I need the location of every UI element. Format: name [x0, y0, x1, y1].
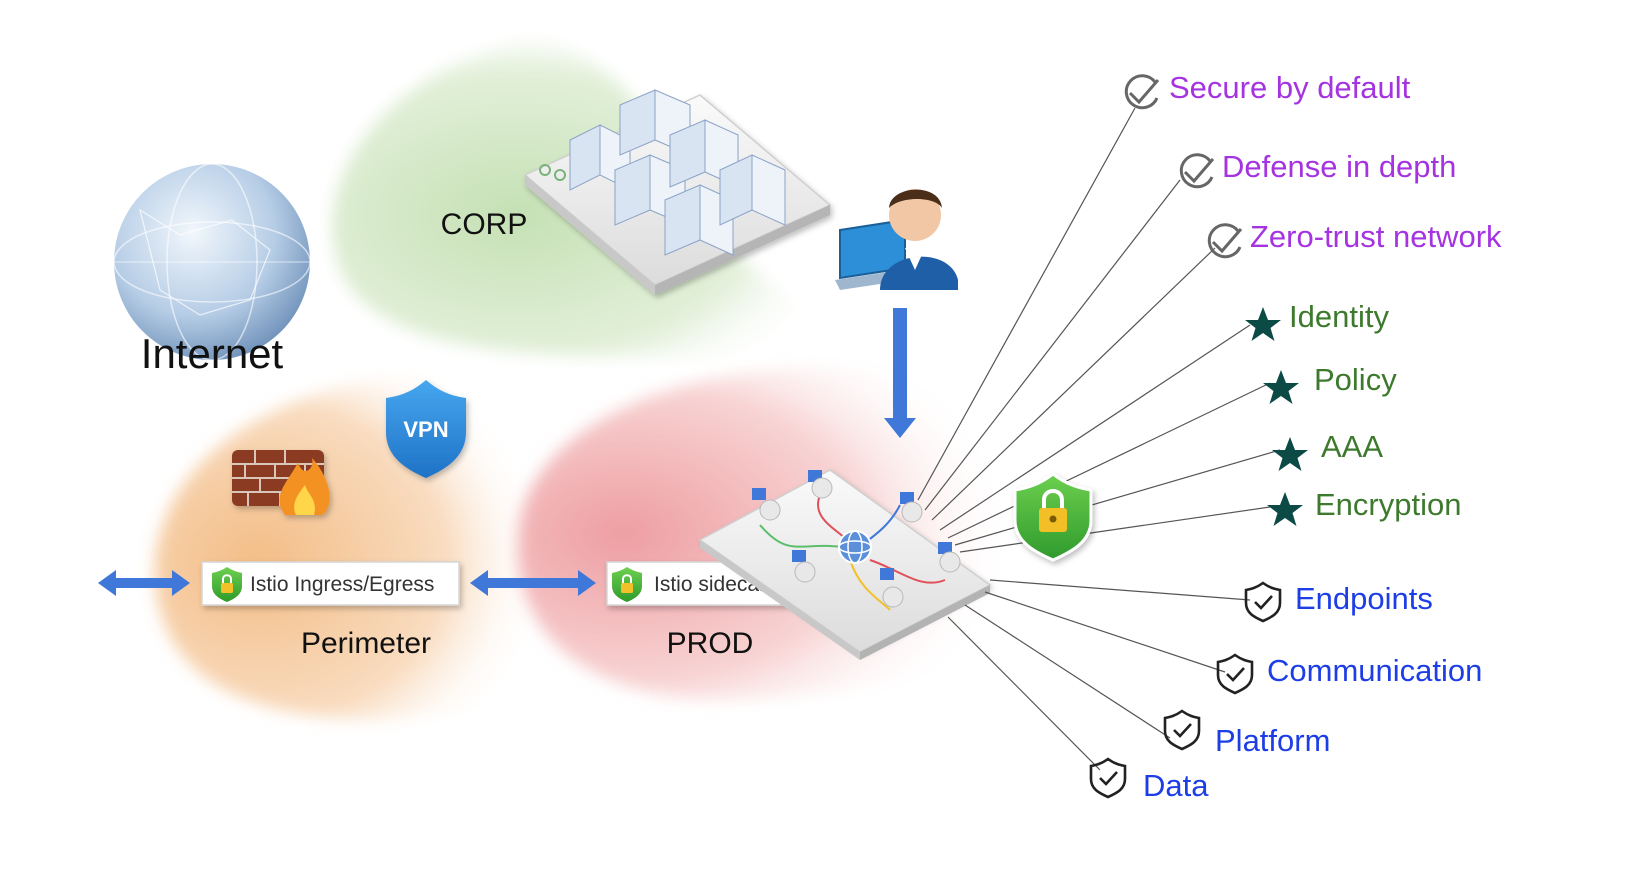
- protection-item: Platform: [1163, 709, 1330, 758]
- vpn-label: VPN: [403, 417, 448, 442]
- star-icon: [1267, 492, 1303, 526]
- server-racks: [539, 89, 786, 256]
- internet-globe: [113, 163, 311, 361]
- shield-check-icon: [1244, 581, 1282, 623]
- istio-ingress-egress-box: Istio Ingress/Egress: [201, 561, 460, 606]
- internet-to-perimeter-arrow: [98, 570, 190, 596]
- protection-label: Platform: [1215, 723, 1330, 758]
- user-workstation-icon: [835, 189, 958, 290]
- shield-check-icon: [1163, 709, 1201, 751]
- vpn-shield-icon: [386, 380, 466, 478]
- lock-shield-icon: [612, 567, 642, 602]
- istio-ingress-egress-label: Istio Ingress/Egress: [250, 573, 434, 596]
- perimeter-zone: [154, 369, 570, 720]
- principle-item: Zero-trust network: [1207, 219, 1502, 259]
- shield-check-icon: [1216, 653, 1254, 695]
- capability-item: AAA: [1272, 429, 1383, 471]
- internet-label: Internet: [141, 330, 284, 377]
- prod-mesh-platform-icon: [698, 469, 992, 660]
- connector-lines: [917, 107, 1281, 771]
- lock-shield-icon: [212, 567, 242, 602]
- perimeter-to-prod-arrow: [470, 570, 596, 596]
- protection-label: Data: [1143, 768, 1209, 803]
- protection-label: Communication: [1267, 653, 1482, 688]
- capability-label: Encryption: [1315, 487, 1461, 522]
- firewall-icon: [232, 450, 330, 515]
- principle-label: Defense in depth: [1222, 149, 1456, 184]
- principle-item: Secure by default: [1124, 70, 1411, 110]
- capability-item: Identity: [1245, 299, 1389, 341]
- star-icon: [1245, 307, 1281, 341]
- prod-label: PROD: [667, 627, 754, 660]
- security-lock-shield-icon: [1013, 472, 1093, 562]
- principle-item: Defense in depth: [1179, 149, 1456, 189]
- protection-item: Data: [1089, 757, 1209, 803]
- capability-label: Identity: [1289, 299, 1389, 334]
- star-icon: [1272, 437, 1308, 471]
- principle-label: Zero-trust network: [1250, 219, 1502, 254]
- capability-item: Policy: [1263, 362, 1397, 404]
- protection-item: Endpoints: [1244, 581, 1433, 623]
- corp-to-prod-arrow: [884, 308, 916, 438]
- capability-label: Policy: [1314, 362, 1397, 397]
- istio-sidecar-label: Istio sidecar: [654, 573, 766, 596]
- corp-label: CORP: [441, 208, 528, 241]
- check-circle-icon: [1124, 74, 1160, 110]
- check-circle-icon: [1179, 153, 1215, 189]
- check-circle-icon: [1207, 223, 1243, 259]
- protection-label: Endpoints: [1295, 581, 1433, 616]
- shield-check-icon: [1089, 757, 1127, 799]
- capability-item: Encryption: [1267, 487, 1461, 526]
- protection-item: Communication: [1216, 653, 1482, 695]
- capability-label: AAA: [1321, 429, 1383, 464]
- perimeter-label: Perimeter: [301, 627, 431, 660]
- star-icon: [1263, 370, 1299, 404]
- principle-label: Secure by default: [1169, 70, 1411, 105]
